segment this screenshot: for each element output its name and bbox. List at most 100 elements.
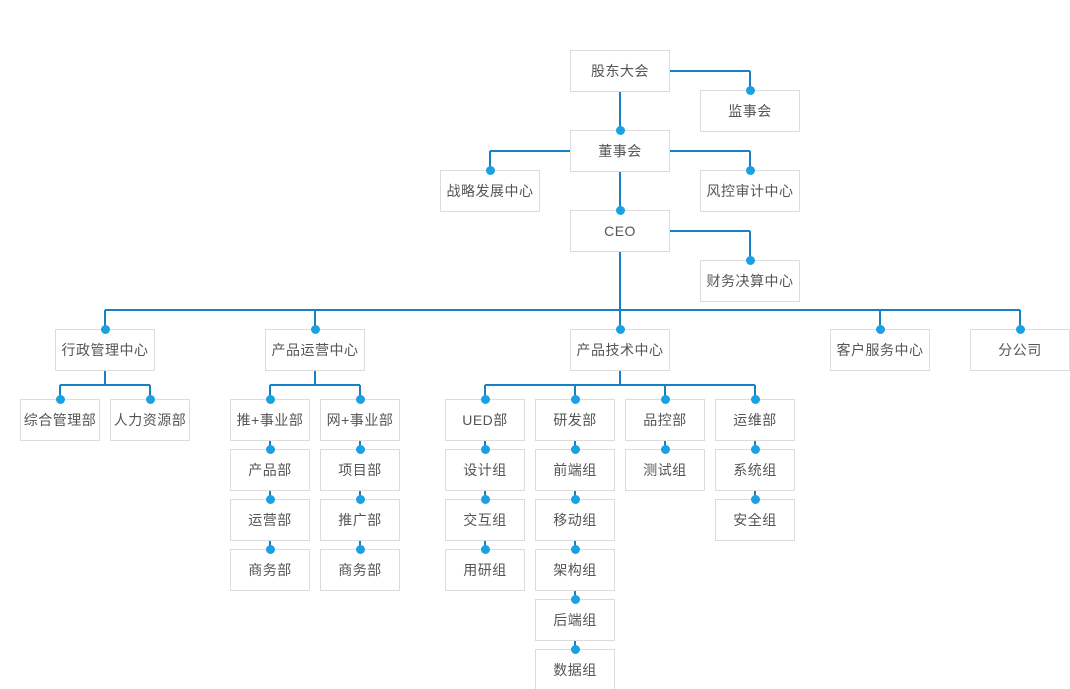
org-node-shareholders[interactable]: 股东大会 [570,50,670,92]
org-node-admin[interactable]: 行政管理中心 [55,329,155,371]
connector-dot [480,394,490,404]
org-node-label: 设计组 [463,462,507,478]
org-node-label: 战略发展中心 [446,183,534,199]
org-node-wangbu[interactable]: 网+事业部 [320,399,400,441]
connector-dot [310,324,320,334]
org-node-project_dept[interactable]: 项目部 [320,449,400,491]
org-node-label: 项目部 [338,462,382,478]
org-node-label: 品控部 [643,412,687,428]
org-node-label: 交互组 [463,512,507,528]
org-node-label: 商务部 [338,562,382,578]
connector-dot [615,324,625,334]
connector-dot [485,165,495,175]
org-node-prodops[interactable]: 产品运营中心 [265,329,365,371]
connector-dot [265,394,275,404]
org-node-tuibu[interactable]: 推+事业部 [230,399,310,441]
org-node-branch[interactable]: 分公司 [970,329,1070,371]
connector-dot [55,394,65,404]
org-node-rnd[interactable]: 研发部 [535,399,615,441]
connector-dot [355,394,365,404]
org-node-label: 董事会 [598,143,642,159]
org-node-finance[interactable]: 财务决算中心 [700,260,800,302]
org-node-qa[interactable]: 品控部 [625,399,705,441]
connector-dot [660,394,670,404]
connector-dot [100,324,110,334]
org-node-customer[interactable]: 客户服务中心 [830,329,930,371]
connector-dot [480,444,490,454]
connector-dot [265,494,275,504]
org-node-label: 数据组 [553,662,597,678]
org-node-label: 商务部 [248,562,292,578]
org-node-label: 产品运营中心 [271,342,359,358]
org-node-arch_grp[interactable]: 架构组 [535,549,615,591]
org-node-research_grp[interactable]: 用研组 [445,549,525,591]
connector-dot [145,394,155,404]
connector-dot [615,125,625,135]
org-node-test_grp[interactable]: 测试组 [625,449,705,491]
connector-dot [750,394,760,404]
org-node-mobile_grp[interactable]: 移动组 [535,499,615,541]
org-node-data_grp[interactable]: 数据组 [535,649,615,689]
org-node-biz_dept_2[interactable]: 商务部 [320,549,400,591]
org-node-label: 推+事业部 [236,412,304,428]
org-node-label: 人力资源部 [113,412,187,428]
org-node-hr[interactable]: 人力资源部 [110,399,190,441]
connector-dot [570,644,580,654]
org-node-system_grp[interactable]: 系统组 [715,449,795,491]
connector-dot [480,544,490,554]
org-node-strategy[interactable]: 战略发展中心 [440,170,540,212]
org-node-label: CEO [604,223,636,239]
connector-dot [570,494,580,504]
connector-dot [570,444,580,454]
org-node-security_grp[interactable]: 安全组 [715,499,795,541]
org-node-ceo[interactable]: CEO [570,210,670,252]
org-node-devops[interactable]: 运维部 [715,399,795,441]
connector-dot [570,594,580,604]
org-node-label: 安全组 [733,512,777,528]
org-node-label: 运营部 [248,512,292,528]
org-node-label: 前端组 [553,462,597,478]
connector-dot [875,324,885,334]
org-node-label: 股东大会 [591,63,649,79]
org-node-product_dept[interactable]: 产品部 [230,449,310,491]
org-node-label: 监事会 [728,103,772,119]
org-node-label: 财务决算中心 [706,273,794,289]
org-node-riskaudit[interactable]: 风控审计中心 [700,170,800,212]
org-node-label: 分公司 [998,342,1042,358]
connector-dot [265,544,275,554]
org-node-design_grp[interactable]: 设计组 [445,449,525,491]
org-node-ops_dept[interactable]: 运营部 [230,499,310,541]
org-node-label: 客户服务中心 [836,342,924,358]
org-node-supervisors[interactable]: 监事会 [700,90,800,132]
org-node-label: 产品技术中心 [576,342,664,358]
connector-dot [745,85,755,95]
org-node-promo_dept[interactable]: 推广部 [320,499,400,541]
connector-dot [750,494,760,504]
org-node-label: 综合管理部 [23,412,97,428]
org-node-label: 后端组 [553,612,597,628]
connector-dot [480,494,490,504]
org-node-ued[interactable]: UED部 [445,399,525,441]
org-node-frontend_grp[interactable]: 前端组 [535,449,615,491]
org-node-general[interactable]: 综合管理部 [20,399,100,441]
org-node-label: 运维部 [733,412,777,428]
org-node-label: 架构组 [553,562,597,578]
org-node-biz_dept_1[interactable]: 商务部 [230,549,310,591]
org-node-prodtech[interactable]: 产品技术中心 [570,329,670,371]
org-node-label: 用研组 [463,562,507,578]
org-node-label: 推广部 [338,512,382,528]
connector-dot [745,165,755,175]
connector-dot [750,444,760,454]
connector-dot [355,444,365,454]
org-node-board[interactable]: 董事会 [570,130,670,172]
connector-dot [745,255,755,265]
org-node-label: 移动组 [553,512,597,528]
org-node-label: 行政管理中心 [61,342,149,358]
org-node-label: 研发部 [553,412,597,428]
org-node-label: UED部 [462,412,508,428]
org-node-label: 风控审计中心 [706,183,794,199]
connector-dot [355,544,365,554]
org-node-backend_grp[interactable]: 后端组 [535,599,615,641]
org-node-interact_grp[interactable]: 交互组 [445,499,525,541]
